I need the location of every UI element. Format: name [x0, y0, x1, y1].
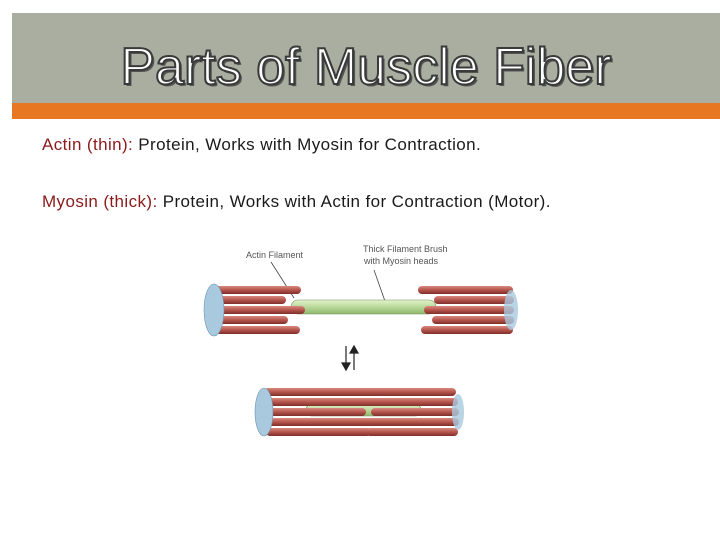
slide-title: Parts of Muscle Fiber: [119, 37, 612, 97]
accent-strip: [12, 103, 720, 119]
bullet-text-myosin: Protein, Works with Actin for Contractio…: [157, 192, 551, 211]
pointer-myosin: [373, 269, 387, 305]
muscle-filament-diagram: Actin Filament Thick Filament Brush with…: [203, 244, 518, 437]
bullet-actin: Actin (thin): Protein, Works with Myosin…: [42, 135, 481, 155]
bullet-text-actin: Protein, Works with Myosin for Contracti…: [133, 135, 482, 154]
label-thick-filament-line2: with Myosin heads: [363, 256, 439, 266]
term-actin: Actin: [42, 135, 82, 154]
contraction-arrows-icon: [340, 344, 360, 372]
label-thick-filament-line1: Thick Filament Brush: [363, 244, 448, 254]
title-bar: Parts of Muscle Fiber: [12, 13, 720, 103]
label-actin-filament: Actin Filament: [246, 250, 304, 260]
qualifier-actin: (thin):: [86, 135, 134, 154]
term-myosin: Myosin: [42, 192, 99, 211]
contracted-filament-group: [254, 387, 464, 437]
qualifier-myosin: (thick):: [103, 192, 158, 211]
relaxed-filament-group: [203, 283, 518, 337]
bullet-myosin: Myosin (thick): Protein, Works with Acti…: [42, 192, 551, 212]
